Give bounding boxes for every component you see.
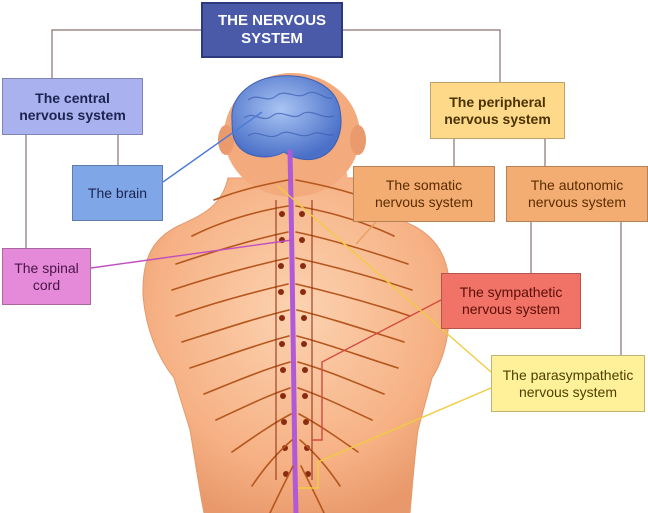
human-figure xyxy=(142,73,451,513)
peripheral-nervous-system-box: The peripheral nervous system xyxy=(430,82,565,139)
vertebrae xyxy=(278,211,311,477)
connector-title-peripheral xyxy=(343,29,501,82)
connector-lines xyxy=(25,29,622,355)
right-ear xyxy=(350,125,366,155)
pointer-spinal-cord xyxy=(90,239,293,269)
parasympathetic-nervous-system-label: The parasympathetic nervous system xyxy=(502,366,634,400)
nerve-chain xyxy=(275,200,313,480)
sympathetic-nervous-system-box: The sympathetic nervous system xyxy=(441,273,581,329)
pointer-parasympathetic-lower xyxy=(298,387,492,489)
pointer-lines xyxy=(90,111,492,489)
spinal-cord-box: The spinal cord xyxy=(2,248,91,305)
brain-box: The brain xyxy=(72,165,163,221)
peripheral-nervous-system-label: The peripheral nervous system xyxy=(444,93,551,127)
autonomic-nervous-system-box: The autonomic nervous system xyxy=(506,166,648,222)
central-nervous-system-label: The central nervous system xyxy=(19,89,126,123)
autonomic-nervous-system-label: The autonomic nervous system xyxy=(527,177,627,210)
sympathetic-nervous-system-label: The sympathetic nervous system xyxy=(459,284,563,317)
title-box: THE NERVOUS SYSTEM xyxy=(201,2,343,58)
diagram-title: THE NERVOUS SYSTEM xyxy=(217,12,327,47)
pointer-brain xyxy=(162,111,263,183)
parasympathetic-nervous-system-box: The parasympathetic nervous system xyxy=(491,355,645,412)
pointer-parasympathetic-upper xyxy=(277,185,492,373)
somatic-nervous-system-label: The somatic nervous system xyxy=(374,177,474,210)
brain xyxy=(231,75,342,161)
pointer-sympathetic xyxy=(312,299,442,441)
left-ear xyxy=(218,125,234,155)
torso xyxy=(142,177,451,513)
peripheral-nerves xyxy=(171,179,413,513)
connector-title-central xyxy=(51,29,201,78)
spinal-cord xyxy=(287,149,299,513)
pointer-somatic xyxy=(355,221,377,245)
spinal-cord-label: The spinal cord xyxy=(14,259,79,293)
brain-label: The brain xyxy=(87,184,148,201)
somatic-nervous-system-box: The somatic nervous system xyxy=(353,166,495,222)
brain-folds xyxy=(243,91,335,138)
central-nervous-system-box: The central nervous system xyxy=(2,78,143,135)
